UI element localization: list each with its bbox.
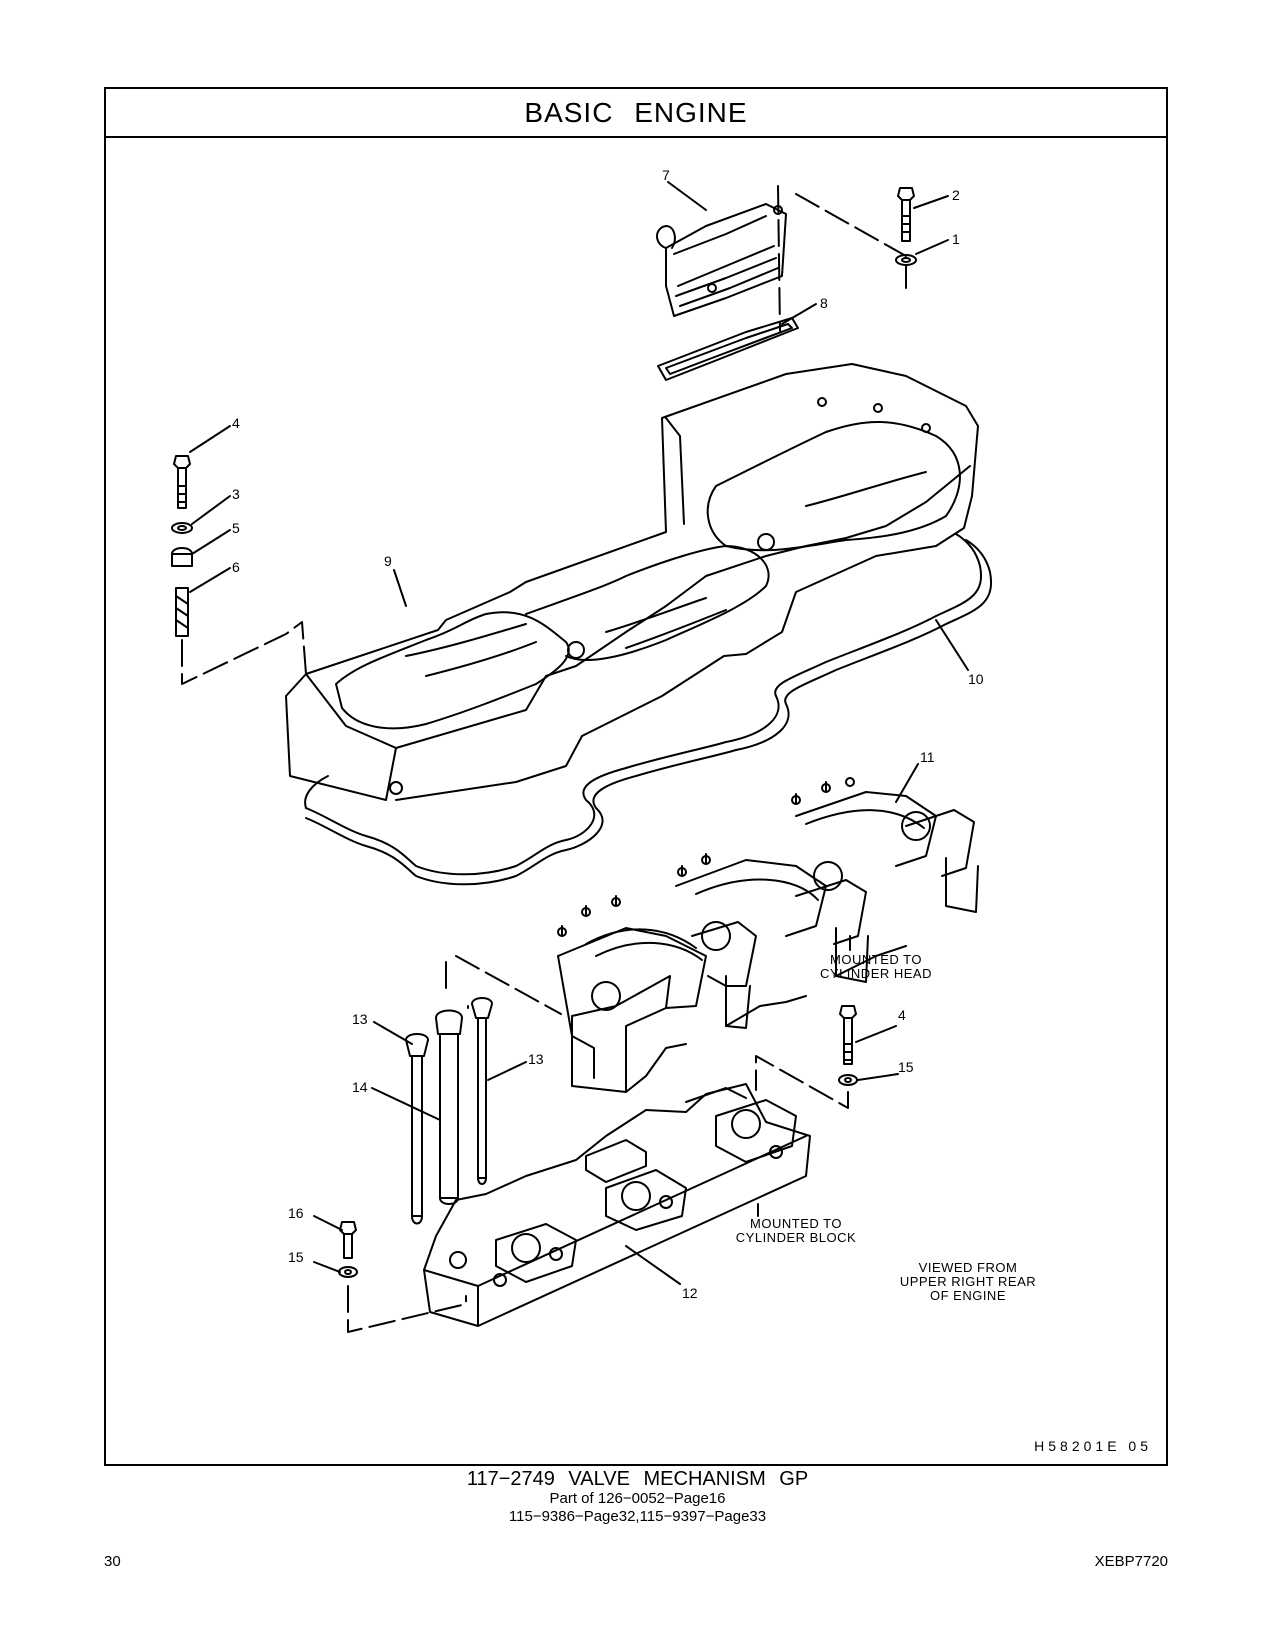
document-code: XEBP7720 bbox=[1094, 1553, 1168, 1570]
callout-4-left: 4 bbox=[232, 415, 240, 431]
callout-7: 7 bbox=[662, 167, 670, 183]
part-13-pushrod-left bbox=[405, 1033, 429, 1225]
callout-14: 14 bbox=[352, 1079, 368, 1095]
note-block-line2: CYLINDER BLOCK bbox=[736, 1230, 856, 1245]
callout-labels: 7 2 1 8 4 3 5 6 9 10 11 13 13 14 4 15 16… bbox=[232, 167, 984, 1301]
callout-1: 1 bbox=[952, 231, 960, 247]
part-3-washer bbox=[171, 522, 193, 534]
callout-5: 5 bbox=[232, 520, 240, 536]
note-view-line1: VIEWED FROM bbox=[919, 1260, 1018, 1275]
part-2-bolt bbox=[897, 187, 915, 242]
note-head-line1: MOUNTED TO bbox=[830, 952, 922, 967]
part-4-bolt-right bbox=[839, 1005, 857, 1065]
caption-references: 115−9386−Page32,115−9397−Page33 bbox=[508, 1508, 767, 1525]
callout-2: 2 bbox=[952, 187, 960, 203]
callout-13-left: 13 bbox=[352, 1011, 368, 1027]
callout-6: 6 bbox=[232, 559, 240, 575]
callout-8: 8 bbox=[820, 295, 828, 311]
callout-12: 12 bbox=[682, 1285, 698, 1301]
callout-13-right: 13 bbox=[528, 1051, 544, 1067]
part-9-valve-cover-base bbox=[285, 363, 979, 801]
part-15-washer-left bbox=[338, 1266, 358, 1278]
note-view-line3: OF ENGINE bbox=[930, 1288, 1006, 1303]
callout-15-right: 15 bbox=[898, 1059, 914, 1075]
callout-4-right: 4 bbox=[898, 1007, 906, 1023]
note-view-line2: UPPER RIGHT REAR bbox=[900, 1274, 1036, 1289]
part-14-lifter bbox=[435, 1009, 463, 1205]
caption-title: 117−2749 VALVE MECHANISM GP bbox=[466, 1468, 809, 1490]
note-head-line2: CYLINDER HEAD bbox=[820, 966, 932, 981]
callout-11: 11 bbox=[920, 749, 935, 765]
part-12-lifter-block bbox=[423, 1083, 811, 1327]
part-7-breather bbox=[656, 203, 787, 317]
part-5-nut bbox=[171, 547, 193, 567]
part-15-washer-right bbox=[838, 1074, 858, 1086]
callout-9: 9 bbox=[384, 553, 392, 569]
note-block-line1: MOUNTED TO bbox=[750, 1216, 842, 1231]
figure-code: H58201E 05 bbox=[1034, 1438, 1152, 1454]
caption-part-of: Part of 126−0052−Page16 bbox=[549, 1490, 726, 1507]
exploded-parts-illustration: 7 2 1 8 4 3 5 6 9 10 11 13 13 14 4 15 16… bbox=[171, 167, 1036, 1333]
part-8-gasket bbox=[657, 317, 799, 381]
callout-16: 16 bbox=[288, 1205, 304, 1221]
callout-10: 10 bbox=[968, 671, 984, 687]
part-16-bolt bbox=[339, 1221, 357, 1259]
callout-3: 3 bbox=[232, 486, 240, 502]
part-6-stud bbox=[175, 587, 189, 637]
part-4-bolt-left bbox=[173, 455, 191, 509]
part-10-cover-gasket bbox=[304, 533, 993, 886]
illustration-frame: BASIC ENGINE bbox=[104, 87, 1168, 1466]
callout-15-left: 15 bbox=[288, 1249, 304, 1265]
part-13-pushrod-right bbox=[471, 997, 493, 1185]
section-title: BASIC ENGINE bbox=[106, 89, 1166, 138]
page-number: 30 bbox=[104, 1553, 121, 1570]
part-11-rocker-arms bbox=[557, 777, 979, 1093]
notes: MOUNTED TO CYLINDER HEAD MOUNTED TO CYLI… bbox=[736, 952, 1036, 1303]
